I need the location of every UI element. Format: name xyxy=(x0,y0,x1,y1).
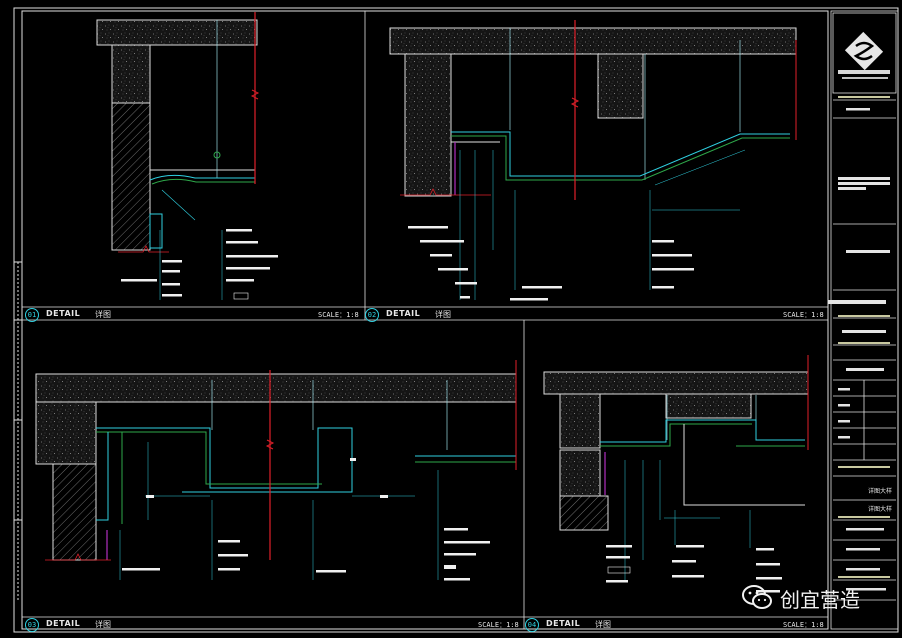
panel-03-cn-label: 详图 xyxy=(95,620,111,629)
panel-01-detail-label: DETAIL xyxy=(46,309,81,318)
watermark-text: 创宜营造 xyxy=(780,588,860,612)
panel-02-scale: SCALE：1:8 xyxy=(783,311,824,319)
panel-01-cn-label: 详图 xyxy=(95,310,111,319)
panel-04-cn-label: 详图 xyxy=(595,620,611,629)
panel-02-detail-label: DETAIL xyxy=(386,309,421,318)
panel-03-detail-label: DETAIL xyxy=(46,619,81,628)
detail-04 xyxy=(543,355,809,593)
panel-04-scale: SCALE：1:8 xyxy=(783,621,824,629)
titleblock-label-1: 详图大样 xyxy=(868,488,893,495)
column-01 xyxy=(111,44,151,104)
panel-02-cn-label: 详图 xyxy=(435,310,451,319)
panel-04-number: 04 xyxy=(525,618,539,632)
panel-03-number: 03 xyxy=(25,618,39,632)
wall-hatch-01 xyxy=(111,102,151,251)
panel-01-scale: SCALE：1:8 xyxy=(318,311,359,319)
watermark: 创宜营造 xyxy=(742,582,882,614)
panel-01-number: 01 xyxy=(25,308,39,322)
detail-01 xyxy=(96,12,278,300)
title-block xyxy=(830,10,899,630)
panel-02-number: 02 xyxy=(365,308,379,322)
wechat-icon xyxy=(742,585,772,609)
panel-04-detail-label: DETAIL xyxy=(546,619,581,628)
detail-03 xyxy=(35,360,517,581)
slab-01 xyxy=(96,19,258,46)
panel-dividers xyxy=(22,11,828,629)
company-logo xyxy=(838,31,890,79)
titleblock-label-2: 详图大样 xyxy=(868,506,893,513)
panel-03-scale: SCALE：1:8 xyxy=(478,621,519,629)
detail-02 xyxy=(389,20,797,301)
